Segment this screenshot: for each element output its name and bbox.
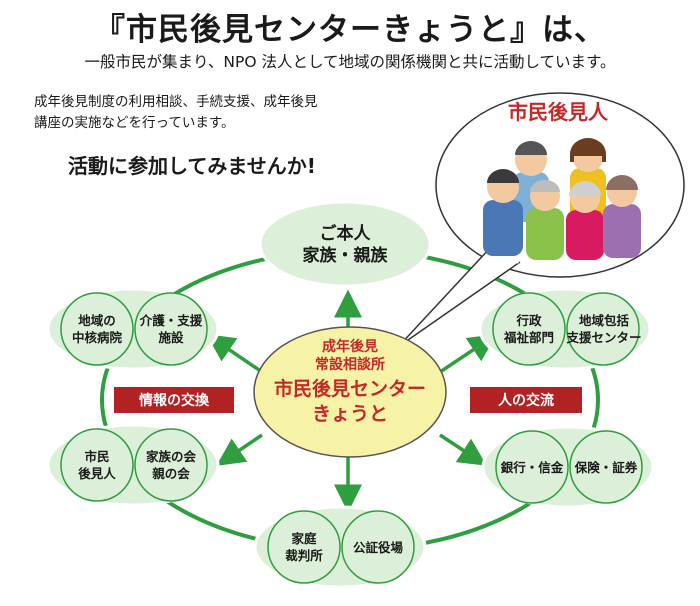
node-notary-office-label: 公証役場 xyxy=(352,539,403,555)
arrow-upper-left xyxy=(206,334,263,374)
center-line-2: 常設相談所 xyxy=(315,357,385,373)
info-exchange-tag: 情報の交換 xyxy=(114,387,234,413)
call-to-action: 活動に参加してみませんか! xyxy=(68,154,316,178)
person-icon xyxy=(526,180,564,260)
arrow-lower-left xyxy=(216,433,263,466)
node-insurance-securities-label: 保険・証券 xyxy=(574,459,638,475)
intro-text: 成年後見制度の利用相談、手続支援、成年後見 講座の実施などを行っています。 xyxy=(34,92,394,134)
node-citizen-guardian-label: 市民 後見人 xyxy=(78,449,116,481)
node-regional-hospital-label: 地域の 中核病院 xyxy=(71,313,122,345)
node-lower-right-shapes xyxy=(481,425,655,509)
intro-line-2: 講座の実施などを行っています。 xyxy=(34,115,235,131)
arrow-lower-right xyxy=(439,433,487,466)
intro-line-1: 成年後見制度の利用相談、手続支援、成年後見 xyxy=(34,94,318,110)
node-upper-right-shapes xyxy=(478,287,652,371)
node-community-support-center-label: 地域包括 支援センター xyxy=(566,313,642,345)
person-icon xyxy=(603,175,641,258)
node-top-label: ご本人 家族・親族 xyxy=(302,224,388,266)
arrow-upper-right xyxy=(439,334,497,374)
page-title: 『市民後見センターきょうと』は、 xyxy=(94,12,606,48)
node-bottom-shapes xyxy=(253,505,427,589)
person-icon xyxy=(566,181,604,260)
center-line-1: 成年後見 xyxy=(322,339,378,355)
center-shape xyxy=(253,326,447,458)
node-top-shape xyxy=(258,200,432,288)
node-upper-left-shapes xyxy=(46,287,220,371)
citizen-guardians-illustration xyxy=(483,138,641,260)
node-bank-credit-label: 銀行・信金 xyxy=(500,459,564,475)
people-exchange-tag: 人の交流 xyxy=(470,387,582,413)
center-line-3: 市民後見センター xyxy=(273,377,426,400)
citizen-guardian-label: 市民後見人 xyxy=(508,100,608,124)
node-family-association-label: 家族の会 親の会 xyxy=(145,449,196,481)
center-line-4: きょうと xyxy=(311,402,388,425)
node-care-facility-label: 介護・支援 施設 xyxy=(139,313,203,345)
page-subtitle: 一般市民が集まり、NPO 法人として地域の関係機関と共に活動しています。 xyxy=(84,53,616,71)
node-family-court-label: 家庭 裁判所 xyxy=(285,531,323,563)
person-icon xyxy=(483,169,523,256)
node-administration-welfare-label: 行政 福祉部門 xyxy=(503,313,554,345)
node-lower-left-shapes xyxy=(46,423,220,507)
